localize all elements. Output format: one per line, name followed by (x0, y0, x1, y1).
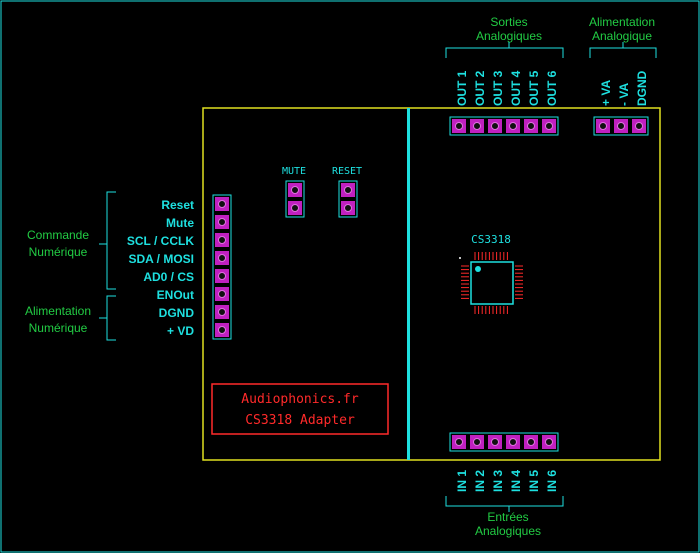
input-label: IN 6 (545, 470, 559, 492)
pin-hole (291, 186, 299, 194)
power-label: + VA (599, 80, 613, 106)
pin-hole (509, 122, 517, 130)
pin-hole (218, 290, 226, 298)
group-label: Commande (27, 228, 89, 242)
pin-hole (218, 272, 226, 280)
pin-hole (455, 122, 463, 130)
pin-hole (545, 438, 553, 446)
chip-body (470, 261, 514, 305)
pin-hole (527, 122, 535, 130)
pin-hole (473, 122, 481, 130)
chip-label: CS3318 (471, 233, 511, 246)
power-label: - VA (617, 83, 631, 106)
bracket-alim-num (106, 295, 116, 341)
cs3318-chip (459, 252, 523, 314)
pin-hole (218, 218, 226, 226)
output-label: OUT 1 (455, 70, 469, 106)
pin-hole (344, 186, 352, 194)
pin-hole (599, 122, 607, 130)
pin-hole (545, 122, 553, 130)
pin-hole (218, 254, 226, 262)
input-label: IN 5 (527, 470, 541, 492)
pin-label-scl: SCL / CCLK (127, 234, 194, 248)
top-brackets (445, 42, 657, 58)
input-label: IN 4 (509, 470, 523, 492)
pin-hole (617, 122, 625, 130)
pin-hole (527, 438, 535, 446)
output-labels: OUT 1 OUT 2 OUT 3 OUT 4 OUT 5 OUT 6 (455, 70, 559, 106)
pin-hole (218, 200, 226, 208)
brand-line-1: Audiophonics.fr (241, 392, 359, 407)
pin-label-reset: Reset (161, 198, 194, 212)
pin-hole (491, 122, 499, 130)
group-label: Analogiques (476, 29, 542, 43)
bracket-entrees (445, 496, 564, 507)
pin-hole (455, 438, 463, 446)
header-outline (338, 180, 358, 218)
input-label: IN 2 (473, 470, 487, 492)
header-outline (285, 180, 305, 218)
pin-hole (509, 438, 517, 446)
pin-hole (218, 236, 226, 244)
output-label: OUT 3 (491, 70, 505, 106)
jumper-label-reset: RESET (332, 166, 362, 177)
brand-line-2: CS3318 Adapter (245, 413, 355, 428)
pin-hole (344, 204, 352, 212)
header-outline (212, 194, 232, 340)
bracket-sorties (445, 47, 564, 58)
chip-pin1-marker (475, 266, 481, 272)
pin-hole (491, 438, 499, 446)
group-label: Analogique (592, 29, 652, 43)
group-label: Analogiques (475, 524, 541, 538)
jumper-mute (285, 180, 305, 218)
bracket-commande (106, 191, 116, 290)
output-header (449, 116, 559, 136)
group-label: Numérique (29, 245, 88, 259)
header-outline (593, 116, 649, 136)
left-brackets (99, 191, 116, 341)
pin-hole (635, 122, 643, 130)
pin-hole (291, 204, 299, 212)
jumper-reset (338, 180, 358, 218)
brand-box (211, 383, 389, 435)
pin-hole (218, 308, 226, 316)
group-label: Entrées (487, 510, 528, 524)
input-header (449, 432, 559, 452)
left-header (212, 194, 232, 340)
pin-label-sda: SDA / MOSI (128, 252, 194, 266)
group-label: Sorties (490, 15, 527, 29)
bracket-alim-ana (589, 47, 657, 58)
pin-label-vd: + VD (167, 324, 194, 338)
chip-dot (459, 257, 461, 259)
header-outline (449, 432, 559, 452)
jumper-label-mute: MUTE (282, 166, 306, 177)
group-label: Numérique (29, 321, 88, 335)
board-outline (202, 107, 661, 461)
pin-hole (473, 438, 481, 446)
input-labels: IN 1 IN 2 IN 3 IN 4 IN 5 IN 6 (455, 470, 559, 492)
power-labels: + VA - VA DGND (599, 70, 649, 106)
pin-label-dgnd: DGND (159, 306, 195, 320)
pin-label-mute: Mute (166, 216, 194, 230)
output-label: OUT 2 (473, 70, 487, 106)
left-pin-labels: Reset Mute SCL / CCLK SDA / MOSI AD0 / C… (127, 198, 194, 338)
power-header (593, 116, 649, 136)
input-label: IN 3 (491, 470, 505, 492)
output-label: OUT 5 (527, 70, 541, 106)
pin-label-enout: ENOut (157, 288, 194, 302)
output-label: OUT 6 (545, 70, 559, 106)
group-label: Alimentation (25, 304, 91, 318)
header-outline (449, 116, 559, 136)
power-label: DGND (635, 70, 649, 106)
group-label: Alimentation (589, 15, 655, 29)
pin-hole (218, 326, 226, 334)
output-label: OUT 4 (509, 70, 523, 106)
input-label: IN 1 (455, 470, 469, 492)
pin-label-ad0: AD0 / CS (143, 270, 194, 284)
left-group-labels: Commande Numérique Alimentation Numériqu… (25, 228, 91, 335)
